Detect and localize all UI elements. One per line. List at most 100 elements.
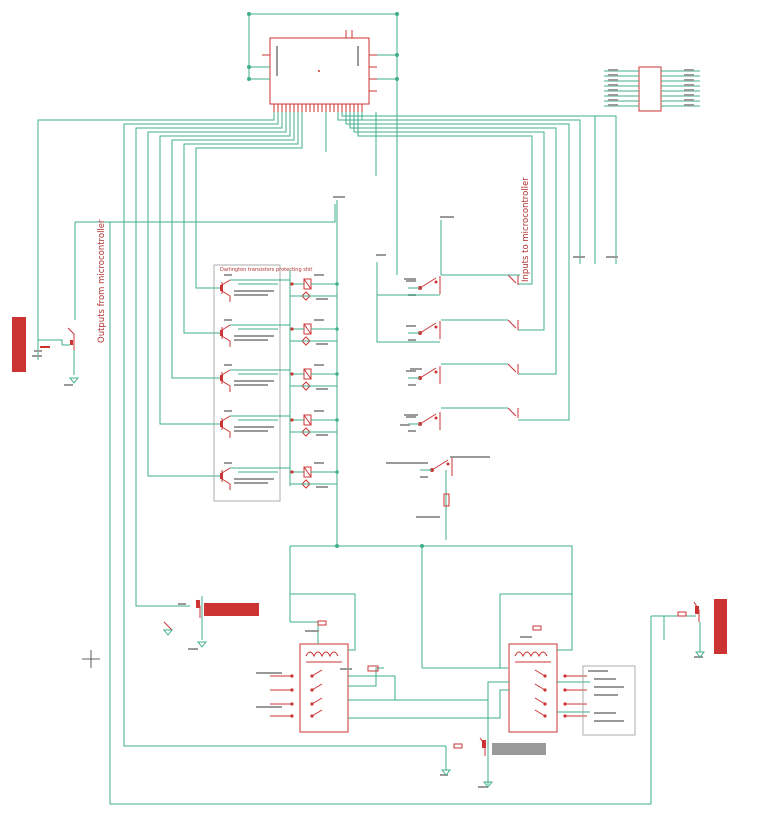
- switch-lever: [507, 363, 517, 373]
- switch-label: [408, 384, 416, 386]
- pull-switch: [507, 407, 519, 418]
- ground-symbol: [694, 651, 706, 658]
- relay-right[interactable]: [499, 593, 587, 733]
- junction: [290, 372, 294, 376]
- switch-contact: [446, 462, 450, 466]
- junction: [290, 470, 294, 474]
- relay-lever: [311, 683, 323, 691]
- switch-label: [406, 280, 416, 282]
- transistor-emitter: [221, 380, 231, 392]
- relay-coil-column[interactable]: [289, 270, 339, 489]
- input-wires: [376, 220, 520, 409]
- coil-diag: [303, 323, 312, 335]
- microcontroller[interactable]: [262, 30, 377, 105]
- value-label: [256, 706, 282, 708]
- value-label: [588, 670, 608, 672]
- coil-label: [314, 462, 324, 464]
- mcu-fanout-wires: [37, 112, 617, 747]
- value-label: [594, 686, 624, 688]
- switch-label: [406, 370, 416, 372]
- crosshair-icon: [82, 650, 100, 668]
- switch-contact: [434, 325, 438, 329]
- junction: [290, 418, 294, 422]
- value-label: [256, 672, 282, 674]
- switch-label: [406, 416, 416, 418]
- transistor-label: [234, 380, 274, 382]
- resistor: [443, 493, 450, 507]
- switch-contact: [434, 280, 438, 284]
- relay-left[interactable]: [270, 593, 356, 733]
- relay-lever: [534, 709, 546, 717]
- darlington-label: Darlington transistors protecting shit: [220, 267, 312, 273]
- relay-coil: [290, 462, 339, 489]
- coil-diag: [303, 278, 312, 290]
- switch-label: [386, 462, 418, 464]
- ic-pin-label: [684, 99, 694, 101]
- switch-contact: [434, 416, 438, 420]
- component-value-labels: [256, 196, 624, 722]
- relay-lever: [311, 669, 323, 677]
- relay-lever: [311, 709, 323, 717]
- coil-label: [314, 364, 324, 366]
- ic-pin-label: [608, 84, 618, 86]
- transistor-label: [234, 430, 268, 432]
- ic-pin-label: [608, 89, 618, 91]
- relay-lever: [311, 697, 323, 705]
- switch-contact: [434, 370, 438, 374]
- value-label: [305, 630, 319, 632]
- value-label: [340, 668, 352, 670]
- transistor-collector: [221, 369, 231, 376]
- ic-pin-label: [684, 84, 694, 86]
- switch-label: [420, 476, 428, 478]
- value-label: [400, 424, 410, 426]
- power-bus: [289, 544, 573, 669]
- driver-left[interactable]: [163, 596, 259, 650]
- transistor-label: [234, 290, 274, 292]
- ic-pin-label: [684, 79, 694, 81]
- switch-lever: [419, 413, 437, 425]
- switch-lever: [507, 319, 517, 329]
- darlington-block[interactable]: Darlington transistors protecting shit: [213, 264, 312, 502]
- ic-pin-label: [684, 104, 694, 106]
- switch-label: [418, 462, 428, 464]
- ic-pin-label: [608, 79, 618, 81]
- left-output-connector[interactable]: [12, 317, 75, 386]
- transistor-label: [234, 426, 274, 428]
- pull-switch: [507, 363, 519, 374]
- transistor-body: [220, 421, 223, 427]
- input-switch: [406, 321, 441, 341]
- ic-pin-label: [684, 89, 694, 91]
- value-label: [606, 256, 618, 258]
- coil-label: [314, 319, 324, 321]
- ic-pin-label: [608, 94, 618, 96]
- darlington-transistor: [220, 364, 290, 392]
- header-ic[interactable]: [604, 66, 700, 112]
- ground-symbol: [482, 781, 494, 788]
- ground-symbol: [196, 641, 208, 648]
- transistor-label: [224, 364, 232, 366]
- switch-label: [406, 325, 416, 327]
- junction: [290, 282, 294, 286]
- driver-bottom[interactable]: [440, 737, 546, 788]
- value-label: [594, 678, 616, 680]
- switch-label: [408, 339, 416, 341]
- coil-diag: [303, 368, 312, 380]
- relay-interconnect: [317, 620, 590, 785]
- value-label: [594, 694, 618, 696]
- ic-pin-label: [608, 69, 618, 71]
- darlington-transistor: [220, 410, 290, 438]
- mcu-bottom-legs: [273, 104, 363, 112]
- transistor-collector: [221, 467, 231, 474]
- transistor-label: [224, 274, 232, 276]
- transistor-body: [220, 330, 223, 336]
- transistor-label: [234, 384, 268, 386]
- ic-pin-label: [608, 74, 618, 76]
- inputs-annotation: Inputs to microcontroller: [521, 177, 531, 282]
- coil-label: [314, 410, 324, 412]
- right-output-connector[interactable]: [109, 222, 727, 805]
- outputs-annotation: Outputs from microcontroller: [97, 219, 107, 343]
- ic-pin-label: [684, 69, 694, 71]
- output-terminal-block[interactable]: [582, 665, 636, 736]
- switch-lever: [507, 407, 517, 417]
